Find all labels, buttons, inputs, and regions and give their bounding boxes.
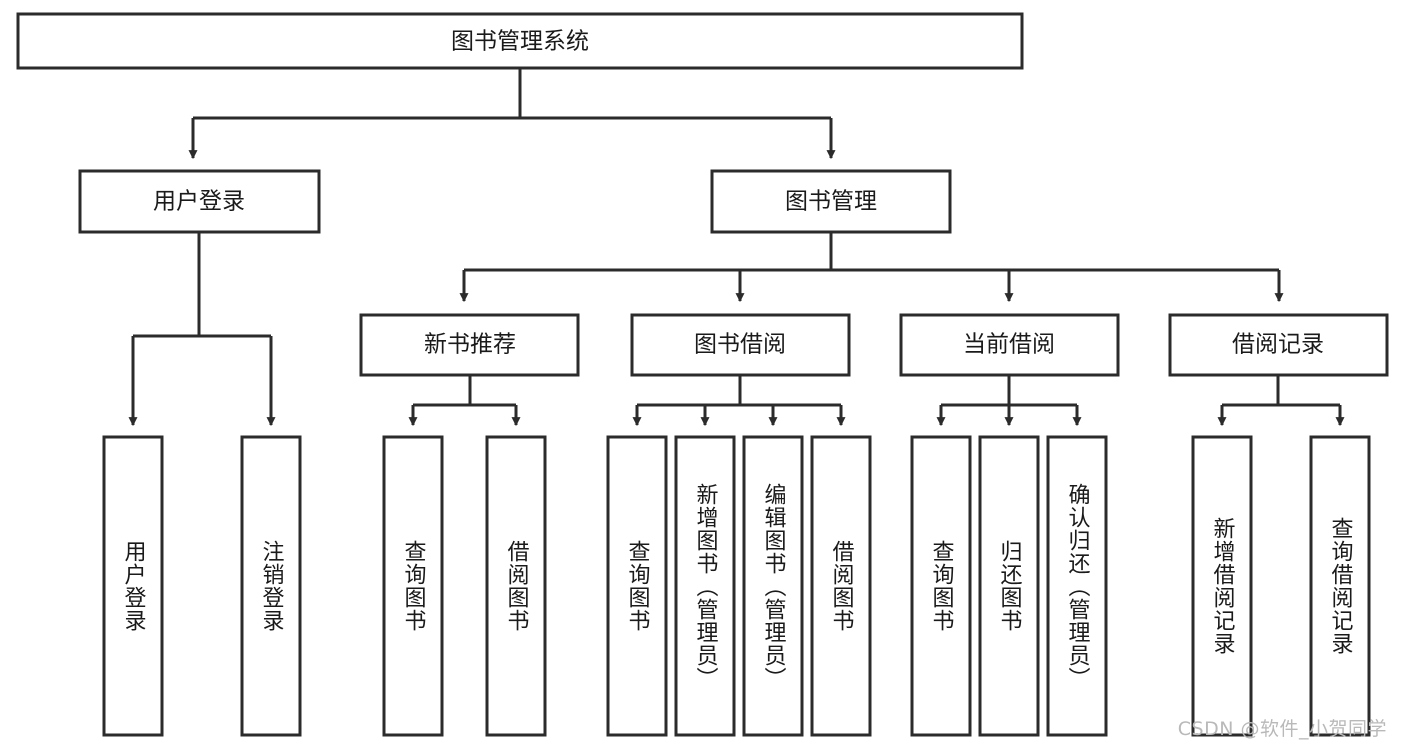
- node-current-borrow[interactable]: 当前借阅: [899, 313, 1120, 377]
- leaf-edit-book[interactable]: 编辑图书（管理员）: [742, 435, 804, 737]
- node-book-borrow-label: 图书借阅: [694, 332, 786, 358]
- leaf-edit-book-label: 编辑图书（管理员）: [760, 482, 786, 690]
- node-book-manage-label: 图书管理: [785, 189, 877, 215]
- leaf-add-record-label: 新增借阅记录: [1209, 517, 1235, 655]
- node-root-box: [16, 12, 1024, 70]
- leaf-borrow-book-1-label: 借阅图书: [503, 540, 529, 632]
- node-new-book-recommend[interactable]: 新书推荐: [359, 313, 580, 377]
- leaf-add-record[interactable]: 新增借阅记录: [1191, 435, 1253, 737]
- leaf-add-book-label: 新增图书（管理员）: [692, 482, 718, 690]
- connector-user-login-to-leaves: [128, 232, 276, 427]
- leaf-borrow-book-2[interactable]: 借阅图书: [810, 435, 872, 737]
- leaf-edit-book-box: [742, 435, 804, 737]
- leaf-query-book-3-label: 查询图书: [928, 540, 954, 632]
- leaf-query-record-box: [1309, 435, 1371, 737]
- leaf-borrow-book-2-box: [810, 435, 872, 737]
- connector-new-book-recommend-to-leaves: [408, 375, 521, 427]
- leaf-user-login[interactable]: 用户登录: [102, 435, 164, 737]
- leaf-return-book[interactable]: 归还图书: [978, 435, 1040, 737]
- leaf-query-book-1-box: [382, 435, 444, 737]
- node-borrow-record-label: 借阅记录: [1232, 332, 1324, 358]
- node-root-label: 图书管理系统: [451, 29, 589, 55]
- leaf-return-book-box: [978, 435, 1040, 737]
- node-root[interactable]: 图书管理系统: [16, 12, 1024, 70]
- leaf-return-book-label: 归还图书: [996, 540, 1022, 632]
- leaf-user-logout[interactable]: 注销登录: [240, 435, 302, 737]
- leaf-user-logout-box: [240, 435, 302, 737]
- node-new-book-recommend-box: [359, 313, 580, 377]
- leaf-query-book-2-box: [606, 435, 668, 737]
- leaf-add-book[interactable]: 新增图书（管理员）: [674, 435, 736, 737]
- leaf-borrow-book-1[interactable]: 借阅图书: [485, 435, 547, 737]
- leaf-query-record[interactable]: 查询借阅记录: [1309, 435, 1371, 737]
- leaf-add-record-box: [1191, 435, 1253, 737]
- leaf-query-book-3-box: [910, 435, 972, 737]
- node-book-borrow[interactable]: 图书借阅: [630, 313, 851, 377]
- leaf-query-book-2-label: 查询图书: [624, 540, 650, 632]
- node-current-borrow-box: [899, 313, 1120, 377]
- node-user-login[interactable]: 用户登录: [78, 169, 321, 234]
- node-new-book-recommend-label: 新书推荐: [424, 332, 516, 358]
- leaf-user-login-label: 用户登录: [120, 540, 146, 632]
- node-user-login-box: [78, 169, 321, 234]
- leaf-query-record-label: 查询借阅记录: [1327, 517, 1353, 655]
- leaf-confirm-return-box: [1046, 435, 1108, 737]
- connector-book-manage-to-level3: [459, 232, 1284, 303]
- leaf-add-book-box: [674, 435, 736, 737]
- leaf-confirm-return-label: 确认归还（管理员）: [1064, 482, 1090, 690]
- node-book-manage[interactable]: 图书管理: [710, 169, 952, 234]
- leaf-query-book-1[interactable]: 查询图书: [382, 435, 444, 737]
- node-current-borrow-label: 当前借阅: [963, 332, 1055, 358]
- leaf-borrow-book-2-label: 借阅图书: [828, 540, 854, 632]
- leaf-query-book-2[interactable]: 查询图书: [606, 435, 668, 737]
- leaf-query-book-3[interactable]: 查询图书: [910, 435, 972, 737]
- connector-current-borrow-to-leaves: [936, 375, 1082, 427]
- node-user-login-label: 用户登录: [153, 189, 245, 215]
- leaf-confirm-return[interactable]: 确认归还（管理员）: [1046, 435, 1108, 737]
- node-borrow-record[interactable]: 借阅记录: [1168, 313, 1389, 377]
- connector-root-to-level2: [188, 68, 836, 160]
- connector-book-borrow-to-leaves: [632, 375, 846, 427]
- leaf-user-logout-label: 注销登录: [258, 540, 284, 632]
- leaf-query-book-1-label: 查询图书: [400, 540, 426, 632]
- leaf-borrow-book-1-box: [485, 435, 547, 737]
- connector-borrow-record-to-leaves: [1217, 375, 1345, 427]
- leaf-user-login-box: [102, 435, 164, 737]
